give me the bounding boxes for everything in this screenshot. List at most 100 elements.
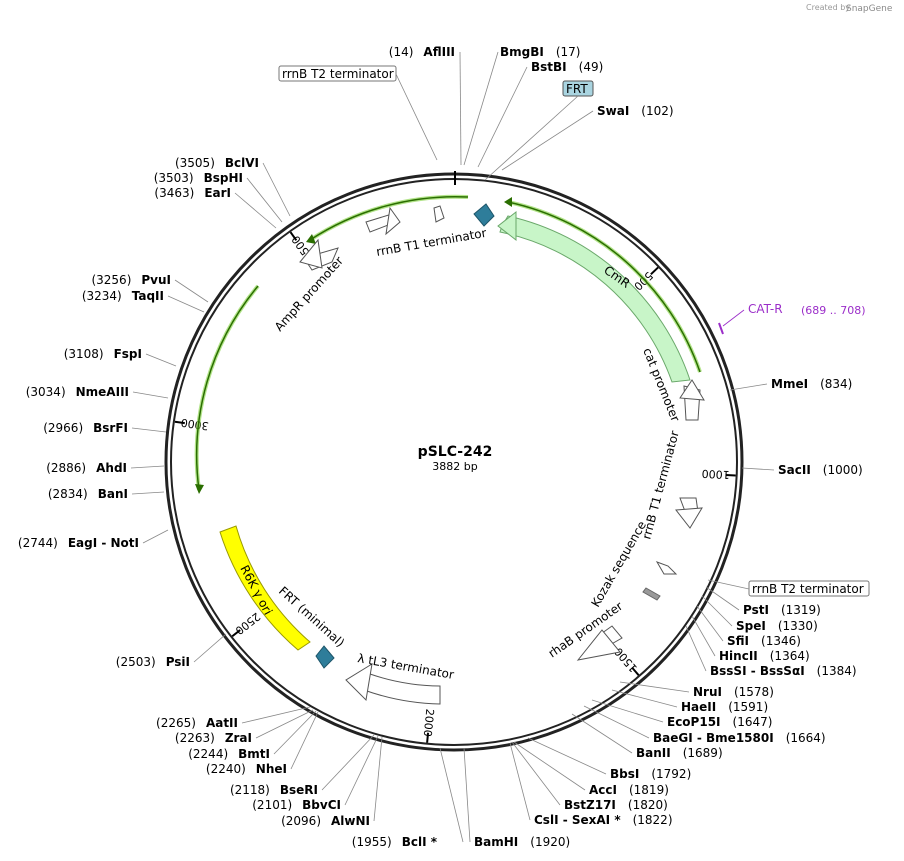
site-name: SwaI <box>597 104 629 118</box>
site-label: (2118)BseRI <box>230 783 318 797</box>
frt-box-leader <box>484 95 579 181</box>
site-leader <box>583 705 650 739</box>
site-leader <box>241 706 311 724</box>
site-leader <box>373 736 383 822</box>
site-name: AccI <box>589 783 617 797</box>
site-name: EagI - NotI <box>68 536 139 550</box>
site-name: NruI <box>693 685 722 699</box>
site-leader <box>174 279 209 303</box>
site-label: (3256)PvuI <box>91 273 171 287</box>
site-label: (3505) BclVI <box>175 156 259 170</box>
site-name: BspHI <box>204 171 243 185</box>
site-name: BclVI <box>225 156 259 170</box>
rrnb-t2-right-label: rrnB T2 terminator <box>752 582 864 596</box>
site-leader <box>463 747 471 843</box>
site-label: SfiI(1346) <box>727 634 801 648</box>
site-name: BsrFI <box>93 421 128 435</box>
tick-mark <box>631 666 640 676</box>
site-label: (14)AflIII <box>389 45 455 59</box>
site-position: (1820) <box>628 798 668 812</box>
site-name: BmtI <box>238 747 270 761</box>
site-leader <box>145 353 177 367</box>
site-label: MmeI (834) <box>771 377 852 391</box>
site-leader <box>571 713 633 754</box>
site-position: (1578) <box>734 685 774 699</box>
rrnb-t1-top-label: rrnB T1 terminator <box>375 226 487 259</box>
site-position: (14) <box>389 45 414 59</box>
credit-brand: SnapGene <box>846 4 893 14</box>
rrnb-t2-top-feature <box>433 205 445 223</box>
cmr-orf-line <box>507 201 701 373</box>
tick-mark <box>426 732 430 743</box>
rrnb-t2-top-box <box>278 65 397 82</box>
r6k-ori-feature <box>219 525 311 651</box>
site-name: BbsI <box>610 767 639 781</box>
tick-label: 1000 <box>701 467 730 481</box>
site-position: (2118) <box>230 783 270 797</box>
site-name: AhdI <box>96 461 127 475</box>
site-label: BaeGI - Bme1580I(1664) <box>653 731 826 745</box>
site-position: (3505) <box>175 156 215 170</box>
site-name: SacII <box>778 463 811 477</box>
site-name: PstI <box>743 603 769 617</box>
site-label: SwaI(102) <box>597 104 674 118</box>
site-position: (834) <box>820 377 852 391</box>
site-leader <box>463 51 499 166</box>
rrnb-t2-top-label: rrnB T2 terminator <box>282 67 394 81</box>
site-label: BamHI(1920) <box>474 835 570 849</box>
site-label: (2244)BmtI <box>188 747 270 761</box>
site-label: CslI - SexAI *(1822) <box>534 813 673 827</box>
r6k-label: R6K γ ori <box>237 563 275 617</box>
top-orf-line <box>309 195 469 241</box>
site-name: BamHI <box>474 835 518 849</box>
rrnb-t2-right-feature <box>655 561 678 575</box>
site-leader <box>696 605 724 642</box>
site-position: (3503) <box>154 171 194 185</box>
site-label: (3034)NmeAIII <box>26 385 129 399</box>
site-leader <box>511 741 561 806</box>
site-leader <box>142 529 169 544</box>
site-label: (2265)AatII <box>156 716 238 730</box>
top-orf-arrow <box>306 234 316 244</box>
primer-range: (689 .. 708) <box>801 304 866 317</box>
site-name: MmeI <box>771 377 808 391</box>
kozak-feature <box>642 587 661 601</box>
site-label: (2096) AlwNI <box>281 814 370 828</box>
plasmid-name: pSLC-242 <box>418 444 493 460</box>
site-leader <box>477 66 528 168</box>
tl3-head <box>345 662 373 702</box>
site-name: PsiI <box>166 655 190 669</box>
site-position: (2834) <box>48 487 88 501</box>
site-name: EcoP15I <box>667 715 721 729</box>
site-position: (1591) <box>728 700 768 714</box>
site-label: SpeI(1330) <box>736 619 818 633</box>
site-label: (1955)BclI * <box>352 835 438 849</box>
site-position: (1689) <box>683 746 723 760</box>
site-name: AatII <box>206 716 238 730</box>
site-position: (49) <box>579 60 604 74</box>
frt-box-label: FRT <box>566 82 588 96</box>
site-position: (1792) <box>651 767 691 781</box>
site-leader <box>501 110 594 171</box>
cmr-arrowhead <box>497 210 517 242</box>
site-name: AlwNI <box>331 814 370 828</box>
site-leader <box>344 735 379 806</box>
tl3-feature <box>363 673 441 705</box>
tick-mark <box>289 231 298 241</box>
site-position: (1000) <box>823 463 863 477</box>
site-name: FspI <box>114 347 142 361</box>
site-name: BclI * <box>402 835 438 849</box>
site-name: ZraI <box>225 731 252 745</box>
site-leader <box>132 391 169 399</box>
site-leader <box>619 681 690 693</box>
site-position: (1822) <box>633 813 673 827</box>
site-leader <box>611 689 678 708</box>
site-position: (2096) <box>281 814 321 828</box>
primer-leader <box>722 309 745 327</box>
site-position: (2101) <box>252 798 292 812</box>
site-label: (3463)EarI <box>154 186 231 200</box>
site-name: BstZ17I <box>564 798 616 812</box>
site-leader <box>591 699 664 723</box>
